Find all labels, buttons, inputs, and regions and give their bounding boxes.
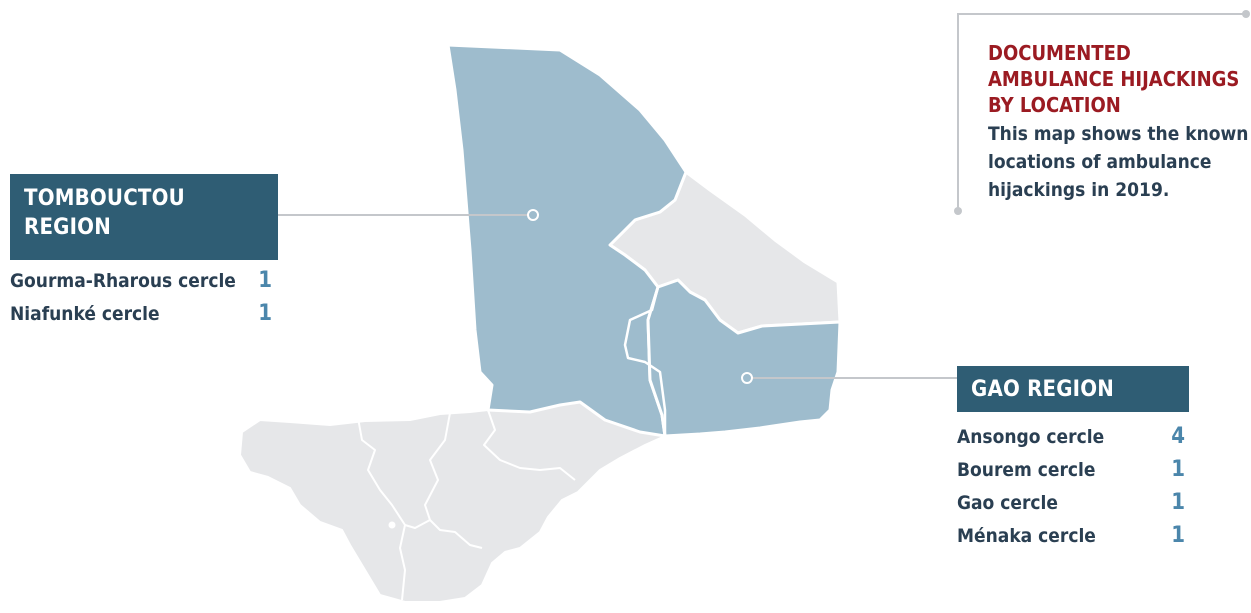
tombouctou-marker: [527, 209, 539, 221]
gao-region-label: GAO REGION: [957, 366, 1189, 412]
gao-region-title: GAO REGION: [971, 377, 1115, 402]
tombouctou-region-label: TOMBOUCTOU REGION: [10, 174, 278, 260]
cercle-name: Bourem cercle: [957, 459, 1096, 481]
southern-borders: [357, 409, 576, 601]
list-item: Gourma-Rharous cercle 1: [10, 268, 272, 301]
gao-inner-border: [623, 286, 667, 436]
cercle-name: Gao cercle: [957, 492, 1058, 514]
gao-marker: [741, 372, 753, 384]
list-item: Bourem cercle 1: [957, 457, 1185, 490]
list-item: Ménaka cercle 1: [957, 523, 1185, 556]
cercle-count: 1: [258, 301, 272, 326]
info-bracket-dot-bottom: [954, 207, 962, 215]
info-bracket-dot-top: [1242, 10, 1250, 18]
southern-regions: [239, 401, 666, 603]
cercle-name: Gourma-Rharous cercle: [10, 270, 236, 292]
tombouctou-region-title: TOMBOUCTOU REGION: [24, 186, 185, 240]
list-item: Niafunké cercle 1: [10, 301, 272, 334]
gao-region: [646, 278, 842, 438]
cercle-count: 1: [1171, 490, 1185, 515]
town-marker: [388, 521, 396, 529]
info-box: DOCUMENTED AMBULANCE HIJACKINGS BY LOCAT…: [958, 10, 1248, 216]
cercle-name: Ansongo cercle: [957, 426, 1105, 448]
connector-lines: [278, 13, 1248, 379]
info-title: DOCUMENTED AMBULANCE HIJACKINGS BY LOCAT…: [988, 41, 1240, 117]
info-description: This map shows the known locations of am…: [988, 123, 1249, 201]
gao-stat-list: Ansongo cercle 4 Bourem cercle 1 Gao cer…: [957, 424, 1185, 556]
cercle-count: 1: [258, 268, 272, 293]
list-item: Gao cercle 1: [957, 490, 1185, 523]
cercle-name: Niafunké cercle: [10, 303, 160, 325]
cercle-count: 4: [1171, 424, 1185, 449]
cercle-count: 1: [1171, 523, 1185, 548]
cercle-count: 1: [1171, 457, 1185, 482]
list-item: Ansongo cercle 4: [957, 424, 1185, 457]
cercle-name: Ménaka cercle: [957, 525, 1096, 547]
tombouctou-stat-list: Gourma-Rharous cercle 1 Niafunké cercle …: [10, 268, 272, 334]
